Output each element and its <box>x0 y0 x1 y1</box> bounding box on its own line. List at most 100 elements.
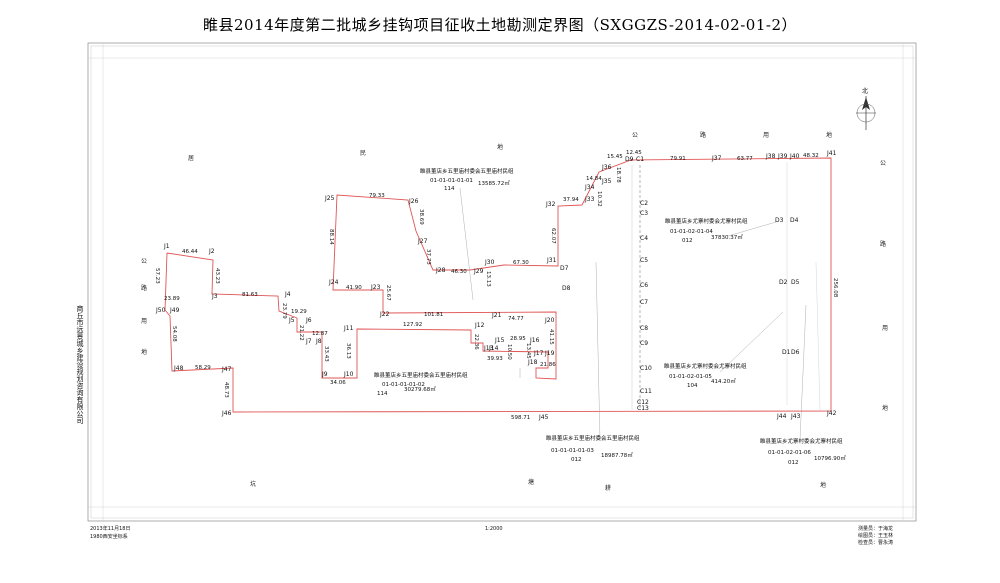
svg-text:C8: C8 <box>640 325 648 332</box>
svg-text:D6: D6 <box>791 349 800 356</box>
svg-text:公: 公 <box>632 132 638 139</box>
svg-text:D7: D7 <box>560 265 569 272</box>
parcel-annotation-3: 睢县董店乡尤寨村委会尤寨村民组 01-01-02-01-05 104 414.2… <box>664 362 747 389</box>
svg-text:57.23: 57.23 <box>154 268 160 284</box>
svg-text:J25: J25 <box>324 195 335 202</box>
svg-text:36.13: 36.13 <box>345 343 351 359</box>
svg-text:C7: C7 <box>640 299 648 306</box>
svg-text:12.45: 12.45 <box>626 150 642 156</box>
svg-text:C2: C2 <box>640 200 648 207</box>
svg-text:D3: D3 <box>775 217 784 224</box>
svg-text:256.08: 256.08 <box>832 278 838 298</box>
svg-text:598.71: 598.71 <box>511 415 530 421</box>
svg-text:J13: J13 <box>483 345 494 352</box>
svg-text:C11: C11 <box>640 388 652 395</box>
svg-text:10796.90㎡: 10796.90㎡ <box>814 454 846 462</box>
svg-text:J34: J34 <box>584 184 595 191</box>
svg-text:居: 居 <box>188 155 194 162</box>
svg-text:46.30: 46.30 <box>451 269 467 275</box>
svg-text:睢县董店乡五里庙村委会五里庙村民组: 睢县董店乡五里庙村委会五里庙村民组 <box>546 434 640 442</box>
svg-text:41.15: 41.15 <box>548 329 554 345</box>
svg-text:J47: J47 <box>221 366 232 373</box>
svg-text:J14: J14 <box>488 345 499 352</box>
svg-text:D5: D5 <box>791 279 800 286</box>
svg-text:79.33: 79.33 <box>369 193 385 199</box>
svg-text:39.93: 39.93 <box>487 356 503 362</box>
svg-text:01-01-01-01-02: 01-01-01-01-02 <box>382 382 425 388</box>
svg-text:J1: J1 <box>163 243 170 250</box>
svg-text:D9: D9 <box>625 156 634 163</box>
svg-text:J22: J22 <box>379 311 390 318</box>
svg-text:睢县董店乡五里庙村委会五里庙村民组: 睢县董店乡五里庙村委会五里庙村民组 <box>374 371 468 379</box>
svg-text:01-01-02-01-05: 01-01-02-01-05 <box>669 374 712 380</box>
svg-text:13.13: 13.13 <box>485 271 491 287</box>
svg-text:J11: J11 <box>343 325 354 332</box>
svg-text:48.73: 48.73 <box>223 382 229 398</box>
svg-text:14.84: 14.84 <box>586 176 602 182</box>
svg-text:耕: 耕 <box>605 484 611 492</box>
svg-text:21.86: 21.86 <box>540 362 556 368</box>
svg-text:J41: J41 <box>826 150 837 157</box>
svg-text:23.79: 23.79 <box>281 303 287 319</box>
parcel-annotation-2: 睢县董店乡尤寨村委会尤寨村民组 01-01-02-01-04 012 37830… <box>665 217 748 244</box>
svg-text:J24: J24 <box>328 279 339 286</box>
svg-text:114: 114 <box>377 391 388 397</box>
svg-text:C10: C10 <box>640 365 652 372</box>
svg-text:C5: C5 <box>640 257 648 264</box>
svg-text:37.94: 37.94 <box>563 197 579 203</box>
svg-text:J26: J26 <box>408 198 419 205</box>
svg-text:48.32: 48.32 <box>803 153 819 159</box>
svg-text:J12: J12 <box>474 322 485 329</box>
svg-text:J46: J46 <box>221 410 232 417</box>
svg-text:22.36: 22.36 <box>473 334 479 350</box>
svg-text:J21: J21 <box>491 312 502 319</box>
svg-text:J40: J40 <box>789 153 800 160</box>
svg-text:J35: J35 <box>601 178 612 185</box>
svg-text:地: 地 <box>882 404 888 412</box>
svg-text:J17: J17 <box>533 350 544 357</box>
svg-text:114: 114 <box>444 186 455 192</box>
svg-text:用: 用 <box>141 318 147 325</box>
svg-text:81.63: 81.63 <box>242 292 258 298</box>
svg-text:D2: D2 <box>779 279 788 286</box>
svg-text:18.78: 18.78 <box>615 167 621 183</box>
svg-text:J42: J42 <box>826 410 837 417</box>
svg-text:10.32: 10.32 <box>596 191 602 207</box>
svg-text:用: 用 <box>882 325 888 332</box>
svg-text:地: 地 <box>820 481 826 489</box>
page-title: 睢县2014年度第二批城乡挂钩项目征收土地勘测定界图（SXGGZS-2014-0… <box>202 16 797 34</box>
svg-text:J2: J2 <box>208 248 215 255</box>
svg-text:79.91: 79.91 <box>670 156 686 162</box>
svg-text:地: 地 <box>141 348 147 356</box>
svg-text:J48: J48 <box>173 365 184 372</box>
svg-text:43.23: 43.23 <box>214 268 220 284</box>
land-use-labels: 居 民 地 公 路 用 地 公 路 用 地 公 路 用 地 坑 塘 耕 地 <box>141 131 888 492</box>
svg-text:127.92: 127.92 <box>403 322 422 328</box>
outer-frame <box>87 42 917 522</box>
svg-text:101.81: 101.81 <box>424 312 443 318</box>
svg-text:41.90: 41.90 <box>346 285 362 291</box>
surveyor: 测量员：于海龙 <box>858 525 893 532</box>
coordinate-system: 1980西安坐标系 <box>90 533 128 540</box>
svg-text:13.45: 13.45 <box>525 343 531 359</box>
svg-text:J6: J6 <box>305 317 312 324</box>
svg-text:地: 地 <box>497 143 503 151</box>
svg-text:19.29: 19.29 <box>291 309 307 315</box>
drafter: 绘图员：王玉林 <box>858 532 893 539</box>
svg-text:J16: J16 <box>529 337 540 344</box>
svg-text:路: 路 <box>880 240 886 248</box>
parcel-annotation-5: 睢县董店乡五里庙村委会五里庙村民组 01-01-01-01-03 012 189… <box>546 434 640 463</box>
svg-text:D4: D4 <box>790 217 799 224</box>
svg-text:路: 路 <box>700 131 706 139</box>
svg-text:公: 公 <box>880 160 886 167</box>
svg-text:公: 公 <box>141 258 147 265</box>
boundary-outline <box>164 157 832 413</box>
svg-text:睢县董店乡五里庙村委会五里庙村民组: 睢县董店乡五里庙村委会五里庙村民组 <box>420 167 514 175</box>
svg-text:J39: J39 <box>777 153 788 160</box>
svg-text:J30: J30 <box>484 259 495 266</box>
svg-text:01-01-02-01-04: 01-01-02-01-04 <box>670 229 713 235</box>
svg-text:J32: J32 <box>545 201 556 208</box>
svg-text:15.45: 15.45 <box>607 154 623 160</box>
svg-text:C13: C13 <box>637 405 649 412</box>
